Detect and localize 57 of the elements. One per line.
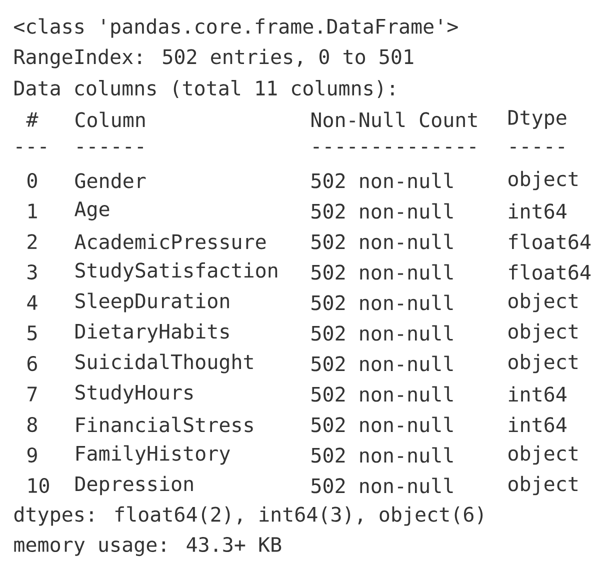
non-null-count: 502 non-null (312, 356, 453, 372)
dtype-text: int64 (508, 386, 566, 402)
index-number: 8 (28, 416, 37, 432)
non-null-count: 502 non-null (312, 478, 453, 494)
dtype-text: object (508, 476, 578, 496)
column-name: FamilyHistory (76, 445, 230, 465)
column-name: SleepDuration (76, 292, 229, 312)
dtype-text: float64 (509, 234, 591, 250)
dash-rule: ------ (78, 146, 143, 148)
column-name: SuicidalThought (76, 354, 253, 374)
index-number: 10 (28, 478, 49, 494)
output-line: memory usage: 43.3+ KB (14, 536, 282, 556)
dtype-text: object (508, 323, 578, 343)
column-name: FinancialStress (76, 416, 253, 432)
column-name: Age (74, 202, 110, 220)
index-number: 0 (28, 172, 37, 188)
index-number: 7 (28, 386, 37, 402)
output-line: dtypes: float64(2), int64(3), object(6) (14, 506, 483, 526)
non-null-count: 502 non-null (312, 325, 453, 341)
column-name: AcademicPressure (74, 234, 266, 250)
dtype-text: object (508, 170, 578, 190)
dash-rule: ----- (510, 146, 564, 148)
non-null-count: 502 non-null (312, 294, 453, 310)
column-heading: Column (76, 112, 145, 128)
dtype-text: int64 (508, 416, 566, 432)
non-null-count: 502 non-null (312, 416, 453, 432)
non-null-count: 502 non-null (312, 172, 453, 188)
column-name: Depression (76, 476, 193, 496)
column-heading: Dtype (508, 110, 566, 129)
output-line: <class 'pandas.core.frame.DataFrame'> (14, 18, 458, 38)
dtype-text: object (508, 354, 578, 374)
column-name: Gender (75, 172, 146, 188)
column-name: DietaryHabits (76, 323, 229, 343)
index-number: 2 (28, 234, 37, 249)
index-number: 6 (28, 356, 37, 372)
dash-rule: -------------- (314, 146, 476, 148)
non-null-count: 502 non-null (312, 234, 453, 250)
non-null-count: 502 non-null (312, 203, 453, 219)
index-number: 9 (27, 447, 37, 463)
non-null-count: 502 non-null (312, 264, 453, 280)
column-heading: # (26, 112, 38, 127)
output-line: RangeIndex: 502 entries, 0 to 501 (14, 48, 414, 68)
index-number: 1 (28, 204, 37, 218)
non-null-count: 502 non-null (312, 386, 453, 402)
index-number: 3 (28, 264, 37, 280)
column-name: StudyHours (76, 384, 193, 404)
output-line: Data columns (total 11 columns): (14, 80, 394, 98)
dtype-text: object (508, 292, 578, 312)
non-null-count: 502 non-null (312, 447, 453, 463)
dtype-text: int64 (508, 203, 566, 219)
dash-rule: --- (16, 146, 46, 148)
dtype-text: float64 (509, 264, 591, 280)
index-number: 4 (27, 295, 38, 310)
index-number: 5 (28, 326, 37, 340)
dtype-text: object (508, 445, 578, 465)
column-heading: Non-Null Count (312, 112, 477, 128)
column-name: StudySatisfaction (76, 262, 278, 282)
